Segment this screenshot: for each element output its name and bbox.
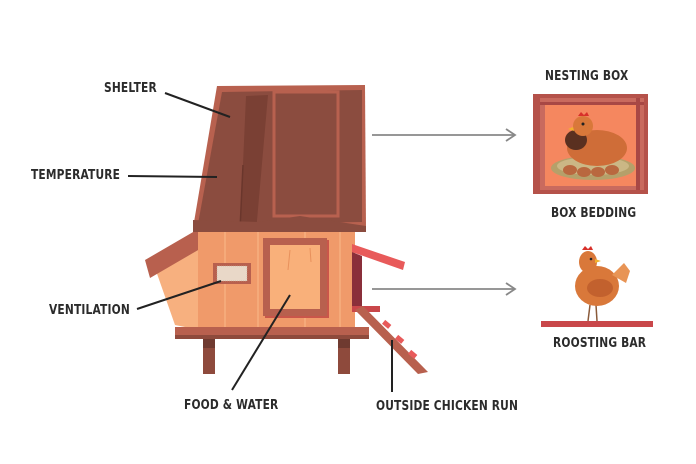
shelter-leader-line <box>164 92 231 118</box>
side-opening <box>352 244 405 312</box>
label-roosting-bar: ROOSTING BAR <box>553 336 647 351</box>
label-ventilation: VENTILATION <box>49 303 130 318</box>
nesting-arrow-head <box>505 128 517 142</box>
roosting-scene <box>541 246 653 327</box>
label-box-bedding: BOX BEDDING <box>551 206 637 221</box>
temperature-leader-line <box>127 175 218 178</box>
label-temperature: TEMPERATURE <box>31 168 121 183</box>
label-outside-chicken-run: OUTSIDE CHICKEN RUN <box>376 399 519 414</box>
coop-roof <box>193 85 366 232</box>
arrows <box>372 128 517 296</box>
leader-lines <box>127 92 393 392</box>
coop-platform <box>175 327 369 339</box>
nesting-box <box>533 94 648 194</box>
label-food-water: FOOD & WATER <box>184 398 279 413</box>
roosting-arrow-head <box>505 282 517 296</box>
ventilation-grate <box>213 263 251 284</box>
coop-legs <box>203 338 350 374</box>
label-shelter: SHELTER <box>104 81 157 96</box>
ventilation-leader-line <box>136 280 222 310</box>
coop-door <box>263 238 329 318</box>
food-water-leader-line <box>231 294 291 391</box>
label-nesting-box: NESTING BOX <box>545 69 629 84</box>
side-annex <box>145 228 205 330</box>
